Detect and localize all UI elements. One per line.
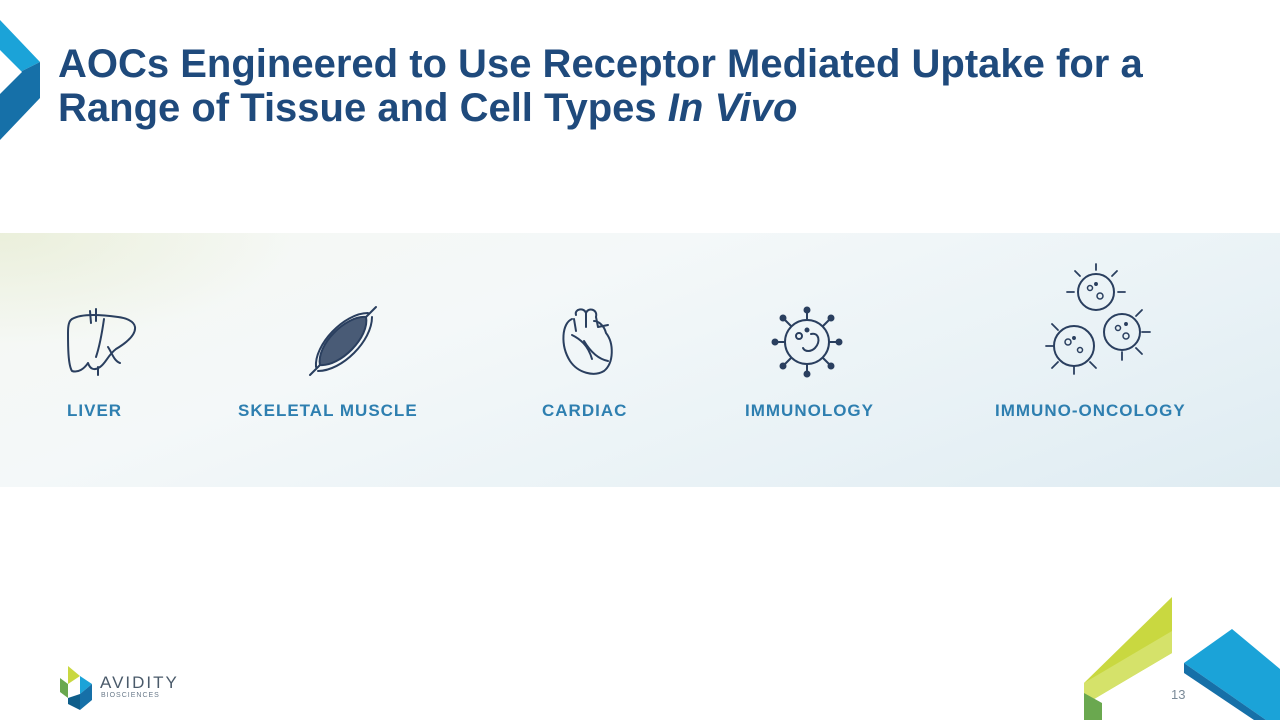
category-band [0, 233, 1280, 487]
immune-cell-icon [771, 306, 843, 378]
corner-decoration-bottom [1084, 597, 1280, 720]
title-italic: In Vivo [667, 86, 798, 130]
label-liver: LIVER [67, 401, 123, 420]
label-cardiac: CARDIAC [542, 401, 628, 420]
heart-icon [562, 308, 613, 375]
tumor-cells-icon [1045, 263, 1151, 375]
logo-name: AVIDITY [100, 673, 179, 692]
muscle-icon [309, 306, 377, 376]
liver-icon [67, 308, 137, 376]
avidity-logo-mark [60, 666, 92, 710]
logo-subtitle: BIOSCIENCES [101, 692, 160, 699]
title-main: AOCs Engineered to Use Receptor Mediated… [58, 42, 1143, 130]
corner-decoration [0, 20, 40, 140]
label-immunology: IMMUNOLOGY [745, 401, 874, 420]
page-title: AOCs Engineered to Use Receptor Mediated… [58, 42, 1238, 130]
label-immuno-oncology: IMMUNO-ONCOLOGY [995, 401, 1186, 420]
page-number: 13 [1171, 687, 1186, 702]
label-skeletal-muscle: SKELETAL MUSCLE [238, 401, 418, 420]
